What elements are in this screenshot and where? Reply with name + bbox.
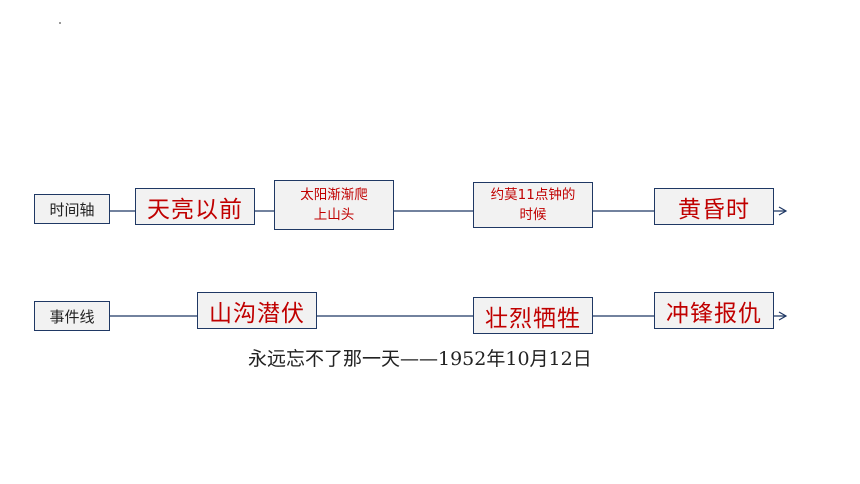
event-node-sacrifice: 壮烈牺牲: [473, 297, 593, 334]
timeline-node-dusk-text: 黄昏时: [678, 196, 750, 223]
date-caption: 永远忘不了那一天——1952年10月12日: [248, 348, 592, 370]
event-node-ambush: 山沟潜伏: [197, 292, 317, 329]
timeline-node-eleven-text: 约莫11点钟的 时候: [490, 187, 576, 223]
event-node-sacrifice-text: 壮烈牺牲: [485, 305, 581, 332]
timeline-label-text: 时间轴: [49, 200, 95, 219]
event-node-charge-text: 冲锋报仇: [666, 300, 762, 327]
events-label: 事件线: [34, 301, 110, 331]
timeline-node-dusk: 黄昏时: [654, 188, 774, 225]
timeline-node-sunrise: 太阳渐渐爬 上山头: [274, 180, 394, 230]
timeline-node-eleven: 约莫11点钟的 时候: [473, 182, 593, 228]
event-node-charge: 冲锋报仇: [654, 292, 774, 329]
timeline-label: 时间轴: [34, 194, 110, 224]
events-label-text: 事件线: [49, 307, 95, 326]
timeline-node-dawn-text: 天亮以前: [147, 196, 243, 223]
timeline-node-dawn: 天亮以前: [135, 188, 255, 225]
timeline-node-sunrise-text: 太阳渐渐爬 上山头: [300, 187, 368, 223]
decorative-dot: [59, 22, 61, 24]
event-node-ambush-text: 山沟潜伏: [209, 300, 305, 327]
